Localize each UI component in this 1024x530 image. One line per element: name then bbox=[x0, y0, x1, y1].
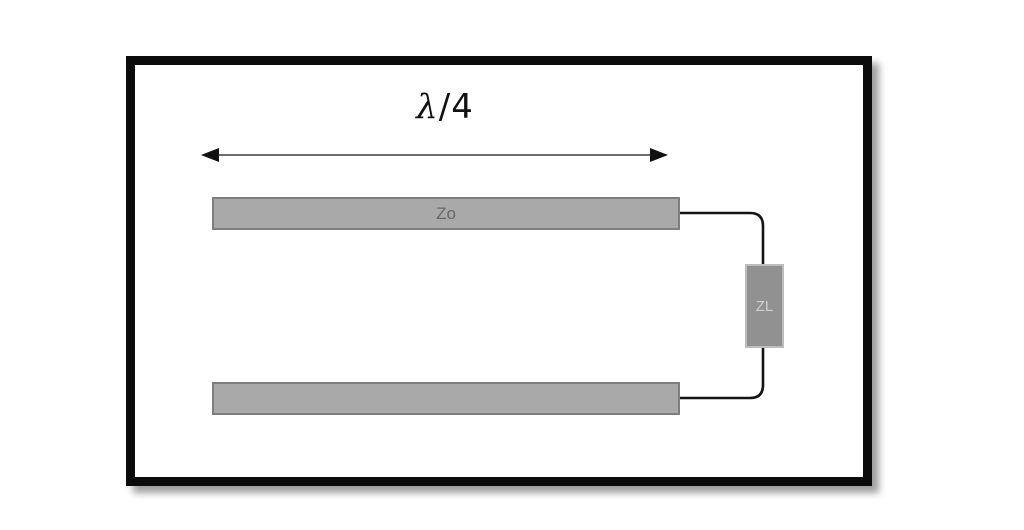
bottom-conductor-bar bbox=[212, 382, 680, 415]
lambda-symbol: λ bbox=[416, 87, 439, 127]
wire-top bbox=[680, 211, 765, 265]
arrowhead-right-icon bbox=[650, 148, 668, 162]
zl-label: ZL bbox=[755, 297, 774, 315]
quarter-wavelength-label: λ/4 bbox=[315, 87, 575, 127]
arrowhead-left-icon bbox=[201, 148, 219, 162]
zo-label: Zo bbox=[436, 203, 456, 223]
diagram-frame: λ/4 Zo bbox=[126, 56, 872, 486]
load-impedance-box: ZL bbox=[745, 264, 784, 348]
diagram-canvas: λ/4 Zo bbox=[135, 65, 863, 477]
top-conductor-bar: Zo bbox=[212, 197, 680, 230]
wire-bottom bbox=[680, 343, 765, 400]
lambda-fraction: /4 bbox=[438, 87, 474, 127]
length-dimension-arrow bbox=[201, 148, 668, 162]
